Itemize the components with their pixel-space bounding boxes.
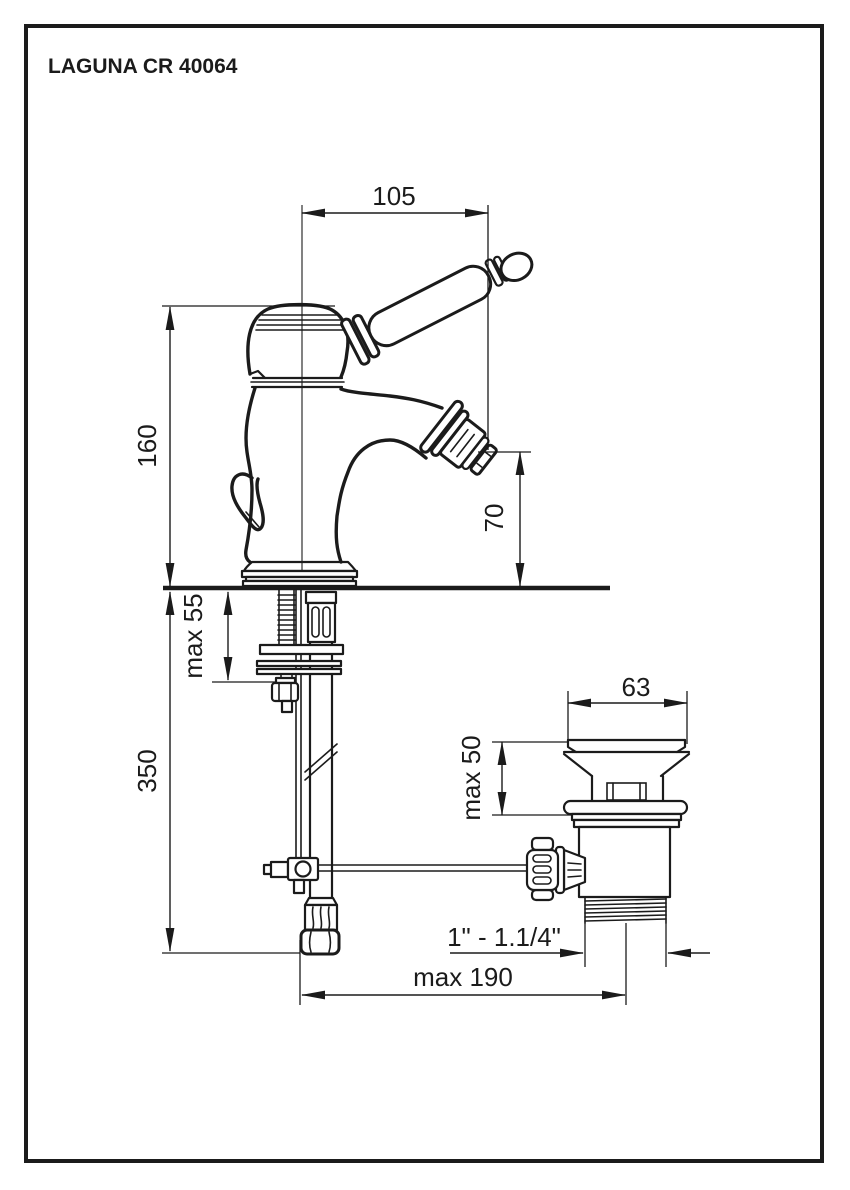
hose-connector: [299, 896, 341, 956]
dim-waste-depth-max50: max 50: [456, 735, 572, 821]
drain-body: [572, 818, 681, 899]
washer-plate: [258, 643, 345, 656]
dim-deck-thickness-max55: max 55: [178, 591, 276, 683]
drain-assembly: [525, 738, 691, 924]
rod-tail: [292, 878, 306, 895]
handle-collar-ring: [340, 317, 371, 366]
base-flange: [240, 560, 359, 588]
dim-label-max190: max 190: [413, 962, 513, 992]
spout-under-edge: [334, 438, 428, 564]
drain-flange: [562, 799, 689, 816]
dim-spout-height-70: 70: [478, 451, 531, 587]
handle-tip-cap: [499, 251, 534, 283]
hose-break-mark: [304, 751, 338, 781]
spout-top-edge: [339, 387, 444, 410]
dim-waste-width-63: 63: [567, 672, 688, 744]
drain-threads: [584, 896, 667, 924]
dim-label-350: 350: [132, 749, 162, 792]
body-left-edge: [244, 386, 257, 564]
supply-hose: [299, 590, 341, 956]
washer-plate: [255, 659, 343, 668]
cap-dome: [246, 302, 350, 379]
dim-label-max55: max 55: [178, 593, 208, 678]
page-border: [24, 24, 824, 1163]
dim-spout-reach-105: 105: [301, 181, 489, 450]
drawing-title: LAGUNA CR 40064: [48, 55, 238, 78]
dim-waste-thread: 1" - 1.1/4": [447, 922, 710, 967]
faucet-body: [230, 205, 444, 588]
aerator-ring: [461, 436, 490, 471]
stud-tail: [280, 699, 294, 714]
hose-break-mark: [304, 743, 338, 773]
bonnet-band: [250, 376, 345, 389]
dim-label-160: 160: [132, 424, 162, 467]
aerator-ring: [419, 399, 464, 454]
handle-grip: [367, 264, 493, 348]
mounting-nut: [270, 673, 300, 714]
hose-fitting-cap: [304, 590, 338, 605]
washer-plates: [255, 643, 345, 676]
cap-notch: [248, 369, 267, 380]
dim-body-height-160: 160: [132, 305, 335, 587]
dim-label-thread: 1" - 1.1/4": [447, 922, 561, 952]
rod-clamp: [262, 856, 529, 895]
drain-waste-top: [562, 738, 691, 803]
star-locknut: [525, 836, 587, 902]
stud-threads: [277, 594, 296, 646]
washer-plate: [255, 667, 343, 676]
dim-waste-offset-max190: max 190: [299, 923, 627, 1005]
hose-nut: [299, 928, 341, 956]
dim-label-63: 63: [622, 672, 651, 702]
popup-knob: [230, 472, 265, 532]
clamp-screw: [294, 860, 312, 878]
dim-label-105: 105: [372, 181, 415, 211]
spout-aerator: [419, 399, 498, 476]
dim-label-70: 70: [479, 504, 509, 533]
popup-rod: [295, 589, 302, 859]
dim-supply-length-350: 350: [132, 591, 300, 954]
dim-label-max50: max 50: [456, 735, 486, 820]
handle-lever: [340, 251, 534, 366]
threaded-stud: [277, 589, 296, 651]
